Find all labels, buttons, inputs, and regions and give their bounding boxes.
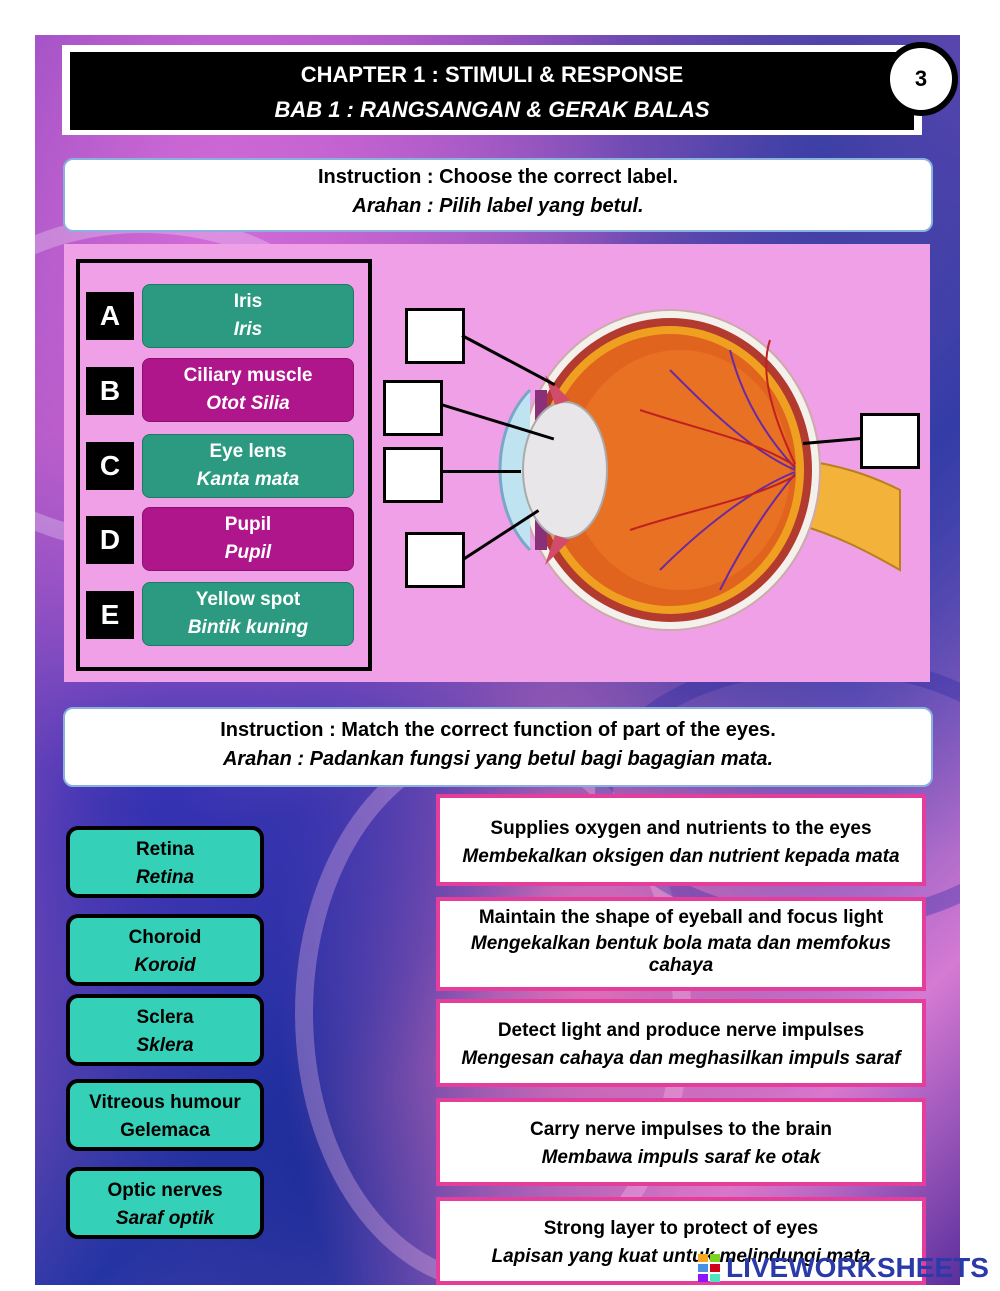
part-name-ms: Saraf optik	[115, 1208, 215, 1229]
answer-box-1[interactable]	[405, 308, 465, 364]
match-part-optic-nerves[interactable]: Optic nerves Saraf optik	[66, 1167, 264, 1239]
match-function-2[interactable]: Maintain the shape of eyeball and focus …	[436, 897, 926, 991]
label-option-b[interactable]: Ciliary muscle Otot Silia	[142, 358, 354, 422]
label-option-text: Yellow spot	[195, 589, 301, 610]
instruction-box-2: Instruction : Match the correct function…	[63, 707, 933, 787]
label-option-text: Pupil	[224, 514, 272, 535]
page-number: 3	[884, 42, 958, 116]
label-option-d[interactable]: Pupil Pupil	[142, 507, 354, 571]
label-option-c[interactable]: Eye lens Kanta mata	[142, 434, 354, 498]
match-function-5[interactable]: Strong layer to protect of eyes Lapisan …	[436, 1197, 926, 1285]
match-part-vitreous-humour[interactable]: Vitreous humour Gelemaca	[66, 1079, 264, 1151]
function-text-ms: Membekalkan oksigen dan nutrient kepada …	[462, 846, 900, 867]
instruction-2-en: Instruction : Match the correct function…	[220, 719, 776, 741]
part-name: Retina	[135, 839, 195, 860]
label-option-text: Iris	[233, 291, 263, 312]
chapter-title-ms: BAB 1 : RANGSANGAN & GERAK BALAS	[274, 97, 710, 122]
match-part-choroid[interactable]: Choroid Koroid	[66, 914, 264, 986]
letter-a: A	[86, 292, 134, 340]
label-option-text-ms: Bintik kuning	[187, 617, 309, 638]
letter-e: E	[86, 591, 134, 639]
answer-box-5[interactable]	[860, 413, 920, 469]
match-function-1[interactable]: Supplies oxygen and nutrients to the eye…	[436, 794, 926, 886]
answer-box-2[interactable]	[383, 380, 443, 436]
part-name-ms: Sklera	[136, 1035, 194, 1056]
part-name: Vitreous humour	[89, 1092, 241, 1113]
eye-diagram	[498, 309, 901, 631]
part-name-ms: Gelemaca	[120, 1120, 210, 1141]
letter-d: D	[86, 516, 134, 564]
liveworksheets-logo-icon	[698, 1254, 722, 1284]
function-text-ms: Mengesan cahaya dan meghasilkan impuls s…	[461, 1048, 901, 1069]
match-part-sclera[interactable]: Sclera Sklera	[66, 994, 264, 1066]
label-option-text-ms: Iris	[233, 319, 263, 340]
lens-shape	[522, 401, 608, 539]
function-text-ms: Lapisan yang kuat untuk melindungi mata	[491, 1246, 871, 1267]
label-option-text-ms: Kanta mata	[196, 469, 300, 490]
instruction-2-ms: Arahan : Padankan fungsi yang betul bagi…	[222, 748, 774, 770]
label-option-text-ms: Otot Silia	[206, 393, 290, 414]
match-function-4[interactable]: Carry nerve impulses to the brain Membaw…	[436, 1098, 926, 1186]
function-text: Maintain the shape of eyeball and focus …	[478, 907, 884, 928]
answer-box-3[interactable]	[383, 447, 443, 503]
part-name-ms: Koroid	[134, 955, 196, 976]
label-option-a[interactable]: Iris Iris	[142, 284, 354, 348]
blood-vessels	[659, 349, 796, 591]
function-text: Strong layer to protect of eyes	[543, 1218, 819, 1239]
letter-b: B	[86, 367, 134, 415]
letter-c: C	[86, 442, 134, 490]
part-name: Sclera	[136, 1007, 194, 1028]
label-options-frame	[76, 259, 372, 671]
match-part-retina[interactable]: Retina Retina	[66, 826, 264, 898]
function-text-ms: Membawa impuls saraf ke otak	[541, 1147, 821, 1168]
function-text: Carry nerve impulses to the brain	[530, 1119, 832, 1140]
leader-line	[441, 470, 521, 473]
instruction-1-en: Instruction : Choose the correct label.	[317, 166, 679, 188]
chapter-title-en: CHAPTER 1 : STIMULI & RESPONSE	[300, 62, 684, 87]
chapter-header: CHAPTER 1 : STIMULI & RESPONSE BAB 1 : R…	[70, 52, 914, 130]
match-function-3[interactable]: Detect light and produce nerve impulses …	[436, 999, 926, 1087]
label-option-text: Eye lens	[209, 441, 287, 462]
instruction-box-1: Instruction : Choose the correct label. …	[63, 158, 933, 232]
function-text-ms: Mengekalkan bentuk bola mata dan memfoku…	[470, 933, 892, 976]
liveworksheets-watermark: LIVEWORKSHEETS	[726, 1252, 989, 1283]
label-option-text: Ciliary muscle	[183, 365, 313, 386]
function-text: Supplies oxygen and nutrients to the eye…	[490, 818, 872, 839]
part-name-ms: Retina	[135, 867, 195, 888]
part-name: Choroid	[128, 927, 202, 948]
label-option-e[interactable]: Yellow spot Bintik kuning	[142, 582, 354, 646]
function-text: Detect light and produce nerve impulses	[497, 1020, 865, 1041]
instruction-1-ms: Arahan : Pilih label yang betul.	[352, 195, 644, 217]
part-name: Optic nerves	[107, 1180, 223, 1201]
answer-box-4[interactable]	[405, 532, 465, 588]
optic-nerve-shape	[799, 458, 901, 572]
label-option-text-ms: Pupil	[224, 542, 272, 563]
